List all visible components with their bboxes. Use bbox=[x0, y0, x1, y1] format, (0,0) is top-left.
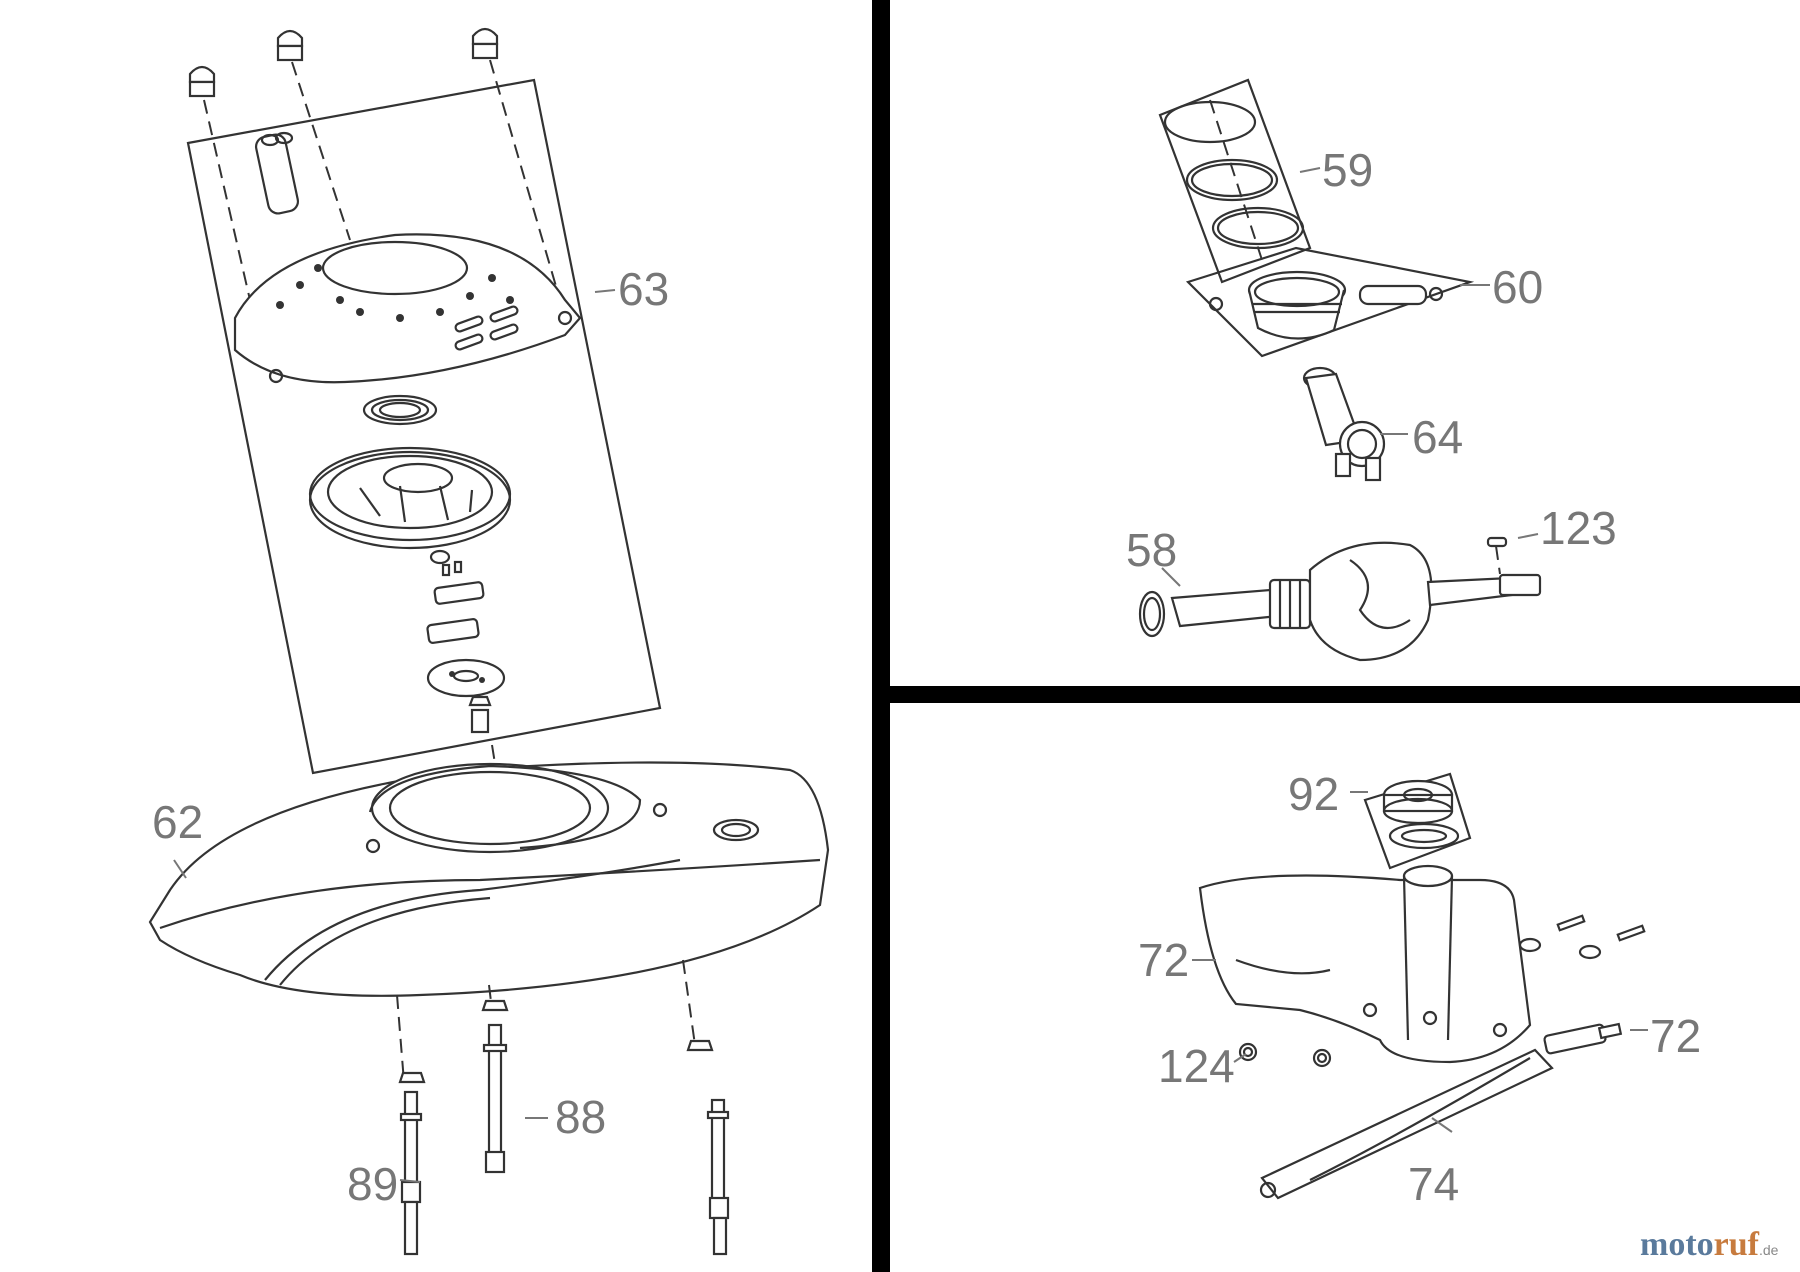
watermark-part-3: .de bbox=[1759, 1242, 1779, 1258]
fuel-cap-assembly bbox=[1350, 772, 1472, 870]
divider-horizontal bbox=[890, 686, 1800, 703]
watermark-part-2: ruf bbox=[1714, 1226, 1760, 1263]
divider-vertical bbox=[872, 0, 890, 1272]
washer bbox=[429, 549, 451, 565]
piston-assembly bbox=[1185, 246, 1490, 358]
label-124: 124 bbox=[1158, 1040, 1235, 1092]
top-nut bbox=[471, 27, 499, 60]
starter-handle bbox=[254, 131, 300, 215]
fuel-valve bbox=[1543, 1022, 1648, 1055]
stud-bolt bbox=[481, 999, 509, 1174]
ratchet-plate bbox=[426, 658, 506, 698]
crankshaft bbox=[1138, 533, 1542, 662]
label-72-valve: 72 bbox=[1650, 1010, 1701, 1062]
label-72-tank: 72 bbox=[1138, 934, 1189, 986]
fuel-tank bbox=[1192, 864, 1532, 1064]
fan-cover bbox=[148, 761, 830, 997]
woodruff-key bbox=[1486, 536, 1508, 548]
connecting-rod bbox=[1302, 366, 1408, 482]
label-62: 62 bbox=[152, 796, 203, 848]
label-63: 63 bbox=[618, 263, 669, 315]
top-nut bbox=[188, 65, 216, 98]
small-springs bbox=[441, 560, 463, 577]
starter-cover bbox=[233, 233, 582, 384]
label-58: 58 bbox=[1126, 524, 1177, 576]
svg-text:motoruf.de: motoruf.de bbox=[1640, 1226, 1779, 1263]
center-bolt bbox=[468, 695, 492, 734]
stud-bolt bbox=[686, 1039, 730, 1256]
recoil-starter-assembly bbox=[186, 27, 662, 821]
label-74: 74 bbox=[1408, 1158, 1459, 1210]
label-64: 64 bbox=[1412, 411, 1463, 463]
label-89: 89 bbox=[347, 1158, 398, 1210]
watermark-part-1: moto bbox=[1640, 1226, 1714, 1263]
label-123: 123 bbox=[1540, 502, 1617, 554]
top-nut bbox=[276, 29, 304, 62]
stud-bolt bbox=[398, 1071, 426, 1256]
label-88: 88 bbox=[555, 1091, 606, 1143]
fuel-line bbox=[1259, 1048, 1554, 1200]
starter-pulley bbox=[308, 446, 512, 550]
watermark-logo: motoruf.de bbox=[1640, 1226, 1779, 1263]
label-92: 92 bbox=[1288, 768, 1339, 820]
label-59: 59 bbox=[1322, 144, 1373, 196]
piston-ring-set bbox=[1158, 78, 1321, 284]
label-60: 60 bbox=[1492, 261, 1543, 313]
hose-clamp bbox=[1233, 1042, 1332, 1068]
tank-mounting-hardware bbox=[1518, 914, 1646, 960]
ratchet-pawl bbox=[426, 581, 485, 644]
recoil-spring bbox=[362, 394, 438, 426]
